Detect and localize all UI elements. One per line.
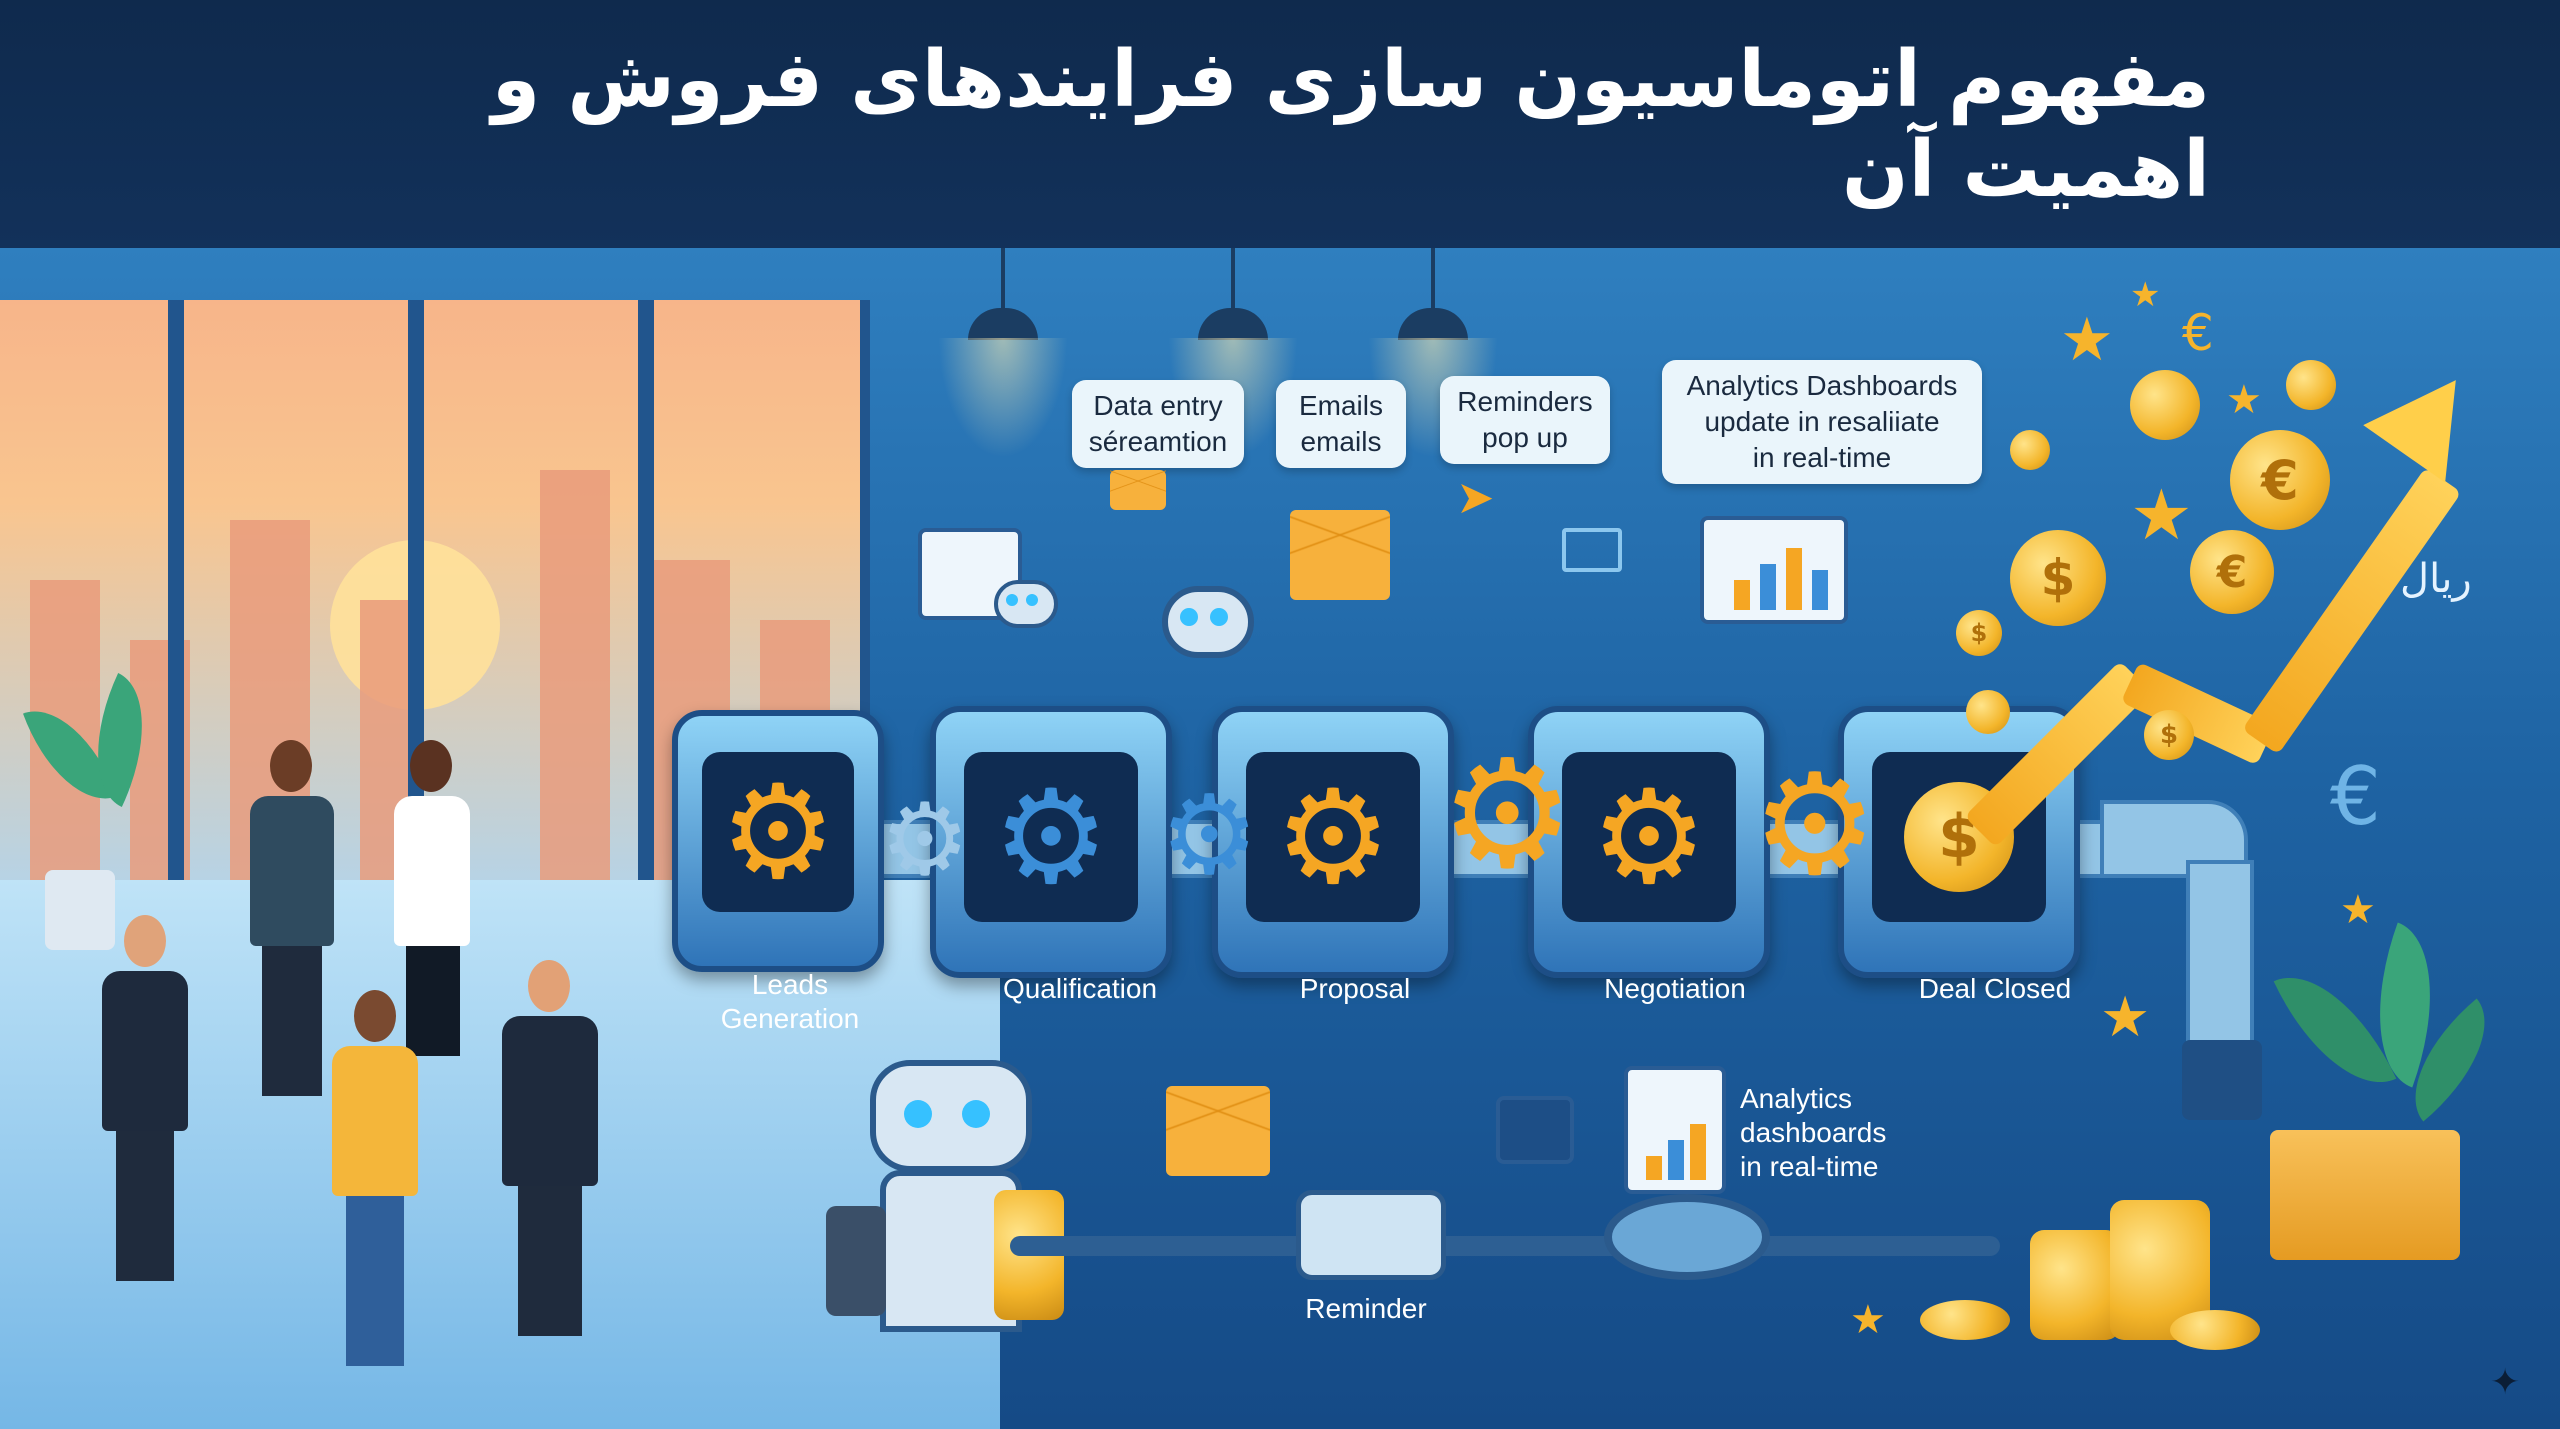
note-line: Analytics Dashboards — [1686, 370, 1958, 401]
note-line: Data entry — [1093, 390, 1223, 421]
note-line: in real-time — [1740, 1151, 1879, 1182]
note-line: Analytics — [1740, 1083, 1853, 1114]
star-icon: ★ — [2100, 985, 2151, 1050]
gear-icon: ⚙ — [1752, 744, 1878, 907]
star-icon: ★ — [2060, 305, 2114, 375]
dollar-coin-icon: $ — [1956, 610, 2002, 656]
note-line: update in resaliiate — [1704, 406, 1940, 437]
envelope-icon — [1166, 1086, 1270, 1176]
note-line: séreamtion — [1088, 426, 1228, 457]
note-line: emails — [1300, 426, 1382, 457]
euro-coin-icon: € — [2230, 430, 2330, 530]
envelope-icon — [1290, 510, 1390, 600]
coin-icon — [2130, 370, 2200, 440]
robot-icon — [1162, 586, 1254, 658]
stage-label-proposal: Proposal — [1299, 973, 1411, 1004]
envelope-icon — [1110, 470, 1166, 510]
paper-plane-icon: ➤ — [1456, 470, 1495, 524]
plant-box — [2270, 1130, 2460, 1260]
note-analytics-bottom: Analytics dashboards in real-time — [1740, 1082, 1940, 1184]
robot-icon — [994, 580, 1058, 628]
star-icon: ★ — [2130, 474, 2193, 556]
plant-pot — [45, 870, 115, 950]
sparkle-icon: ✦ — [2490, 1362, 2521, 1403]
lamp-cord — [1001, 248, 1005, 308]
stage-label-line: Generation — [720, 1003, 860, 1034]
rial-label: ریال — [2400, 556, 2472, 602]
station-ring — [1604, 1194, 1770, 1280]
bottom-conveyor — [1010, 1236, 2000, 1256]
title-banner: مفهوم اتوماسیون سازی فرایندهای فروش و اه… — [0, 0, 2560, 248]
page-title: مفهوم اتوماسیون سازی فرایندهای فروش و اه… — [491, 35, 2210, 215]
lamp-cord — [1431, 248, 1435, 308]
window-frame — [168, 300, 184, 880]
stage-label-leads: Leads Generation — [690, 968, 890, 1036]
businessperson — [320, 990, 430, 1390]
coin-stack-icon — [2030, 1230, 2120, 1340]
reminder-station — [1296, 1190, 1446, 1280]
chart-icon — [1496, 1096, 1574, 1164]
stage-label-qualification: Qualification — [1002, 973, 1158, 1004]
stage-label-deal-closed: Deal Closed — [1918, 973, 2072, 1004]
euro-symbol-icon: € — [2182, 304, 2214, 362]
machine-negotiation: ⚙ — [1528, 706, 1770, 978]
note-analytics-top: Analytics Dashboards update in resaliiat… — [1662, 360, 1982, 484]
coin-stack-icon — [826, 1206, 886, 1316]
coin-icon — [1920, 1300, 2010, 1340]
city-building — [540, 470, 610, 880]
note-line: Emails — [1298, 390, 1383, 421]
gear-icon: ⚙ — [1590, 761, 1708, 913]
gear-icon: ⚙ — [1274, 761, 1392, 913]
star-icon: ★ — [1850, 1297, 1886, 1343]
dollar-coin-icon: $ — [2010, 530, 2106, 626]
robot-icon — [870, 1060, 1032, 1172]
analytics-dashboard-icon — [1700, 516, 1848, 624]
note-reminders: Reminders pop up — [1440, 376, 1610, 464]
window-frame — [408, 300, 424, 880]
euro-symbol-icon: € — [2330, 750, 2381, 843]
star-icon: ★ — [2226, 377, 2262, 423]
note-line: pop up — [1482, 422, 1568, 453]
businessperson — [90, 915, 200, 1295]
coin-icon — [2286, 360, 2336, 410]
star-icon: ★ — [2340, 887, 2376, 933]
stage-label-reminder: Reminder — [1305, 1293, 1427, 1324]
gear-icon: ⚙ — [1440, 728, 1575, 902]
ceiling-lamp — [938, 308, 1068, 458]
note-line: Reminders — [1457, 386, 1593, 417]
stage-label-negotiation: Negotiation — [1604, 973, 1746, 1004]
gear-icon: ⚙ — [880, 781, 970, 898]
pipe-joint — [2182, 1040, 2262, 1120]
note-line: dashboards — [1740, 1117, 1887, 1148]
coin-icon — [2010, 430, 2050, 470]
window-frame — [638, 300, 654, 880]
lamp-cord — [1231, 248, 1235, 308]
machine-proposal: ⚙ — [1212, 706, 1454, 978]
stage-label-line: Leads — [751, 969, 829, 1000]
note-data-entry: Data entry séreamtion — [1072, 380, 1244, 468]
note-line: in real-time — [1752, 442, 1892, 473]
coin-icon — [2170, 1310, 2260, 1350]
gear-icon: ⚙ — [719, 756, 837, 908]
businessperson — [490, 960, 610, 1360]
gear-icon: ⚙ — [1160, 771, 1259, 899]
note-emails: Emails emails — [1276, 380, 1406, 468]
businessperson — [240, 740, 340, 1120]
businessperson — [380, 740, 480, 1120]
envelope-outline-icon — [1562, 528, 1622, 572]
machine-qualification: ⚙ — [930, 706, 1172, 978]
analytics-report-icon — [1624, 1066, 1726, 1194]
euro-coin-icon: € — [2190, 530, 2274, 614]
dollar-coin-icon: $ — [2144, 710, 2194, 760]
star-icon: ★ — [2130, 275, 2161, 315]
machine-leads-generation: ⚙ — [672, 710, 884, 972]
coin-icon — [1966, 690, 2010, 734]
gear-check-icon: ⚙ — [992, 761, 1110, 913]
